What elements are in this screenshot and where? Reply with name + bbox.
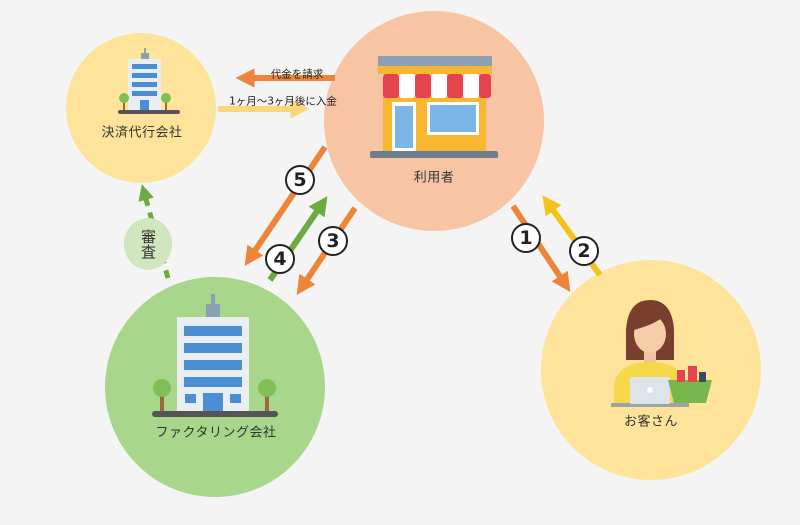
request-payment-label: 代金を請求	[270, 68, 324, 81]
large-office-building-icon	[152, 294, 278, 417]
step-3-badge: 3	[318, 226, 348, 256]
step5-arrow	[244, 145, 328, 266]
user-label: 利用者	[413, 170, 455, 186]
step-4-badge: 4	[265, 244, 295, 274]
deposit-label: 1ヶ月〜3ヶ月後に入金	[229, 95, 337, 108]
step-5-badge: 5	[285, 165, 315, 195]
step-1-badge: 1	[511, 223, 541, 253]
office-building-icon	[118, 48, 180, 114]
review-bubble: 審査	[124, 218, 172, 270]
review-label: 審査	[139, 229, 157, 259]
shop-icon	[370, 56, 498, 158]
factoring-company-label: ファクタリング会社	[155, 425, 277, 441]
step-2-badge: 2	[569, 236, 599, 266]
customer-label: お客さん	[623, 414, 679, 430]
payment-agency-label: 決済代行会社	[101, 125, 183, 141]
customer-shopping-icon	[611, 300, 712, 407]
